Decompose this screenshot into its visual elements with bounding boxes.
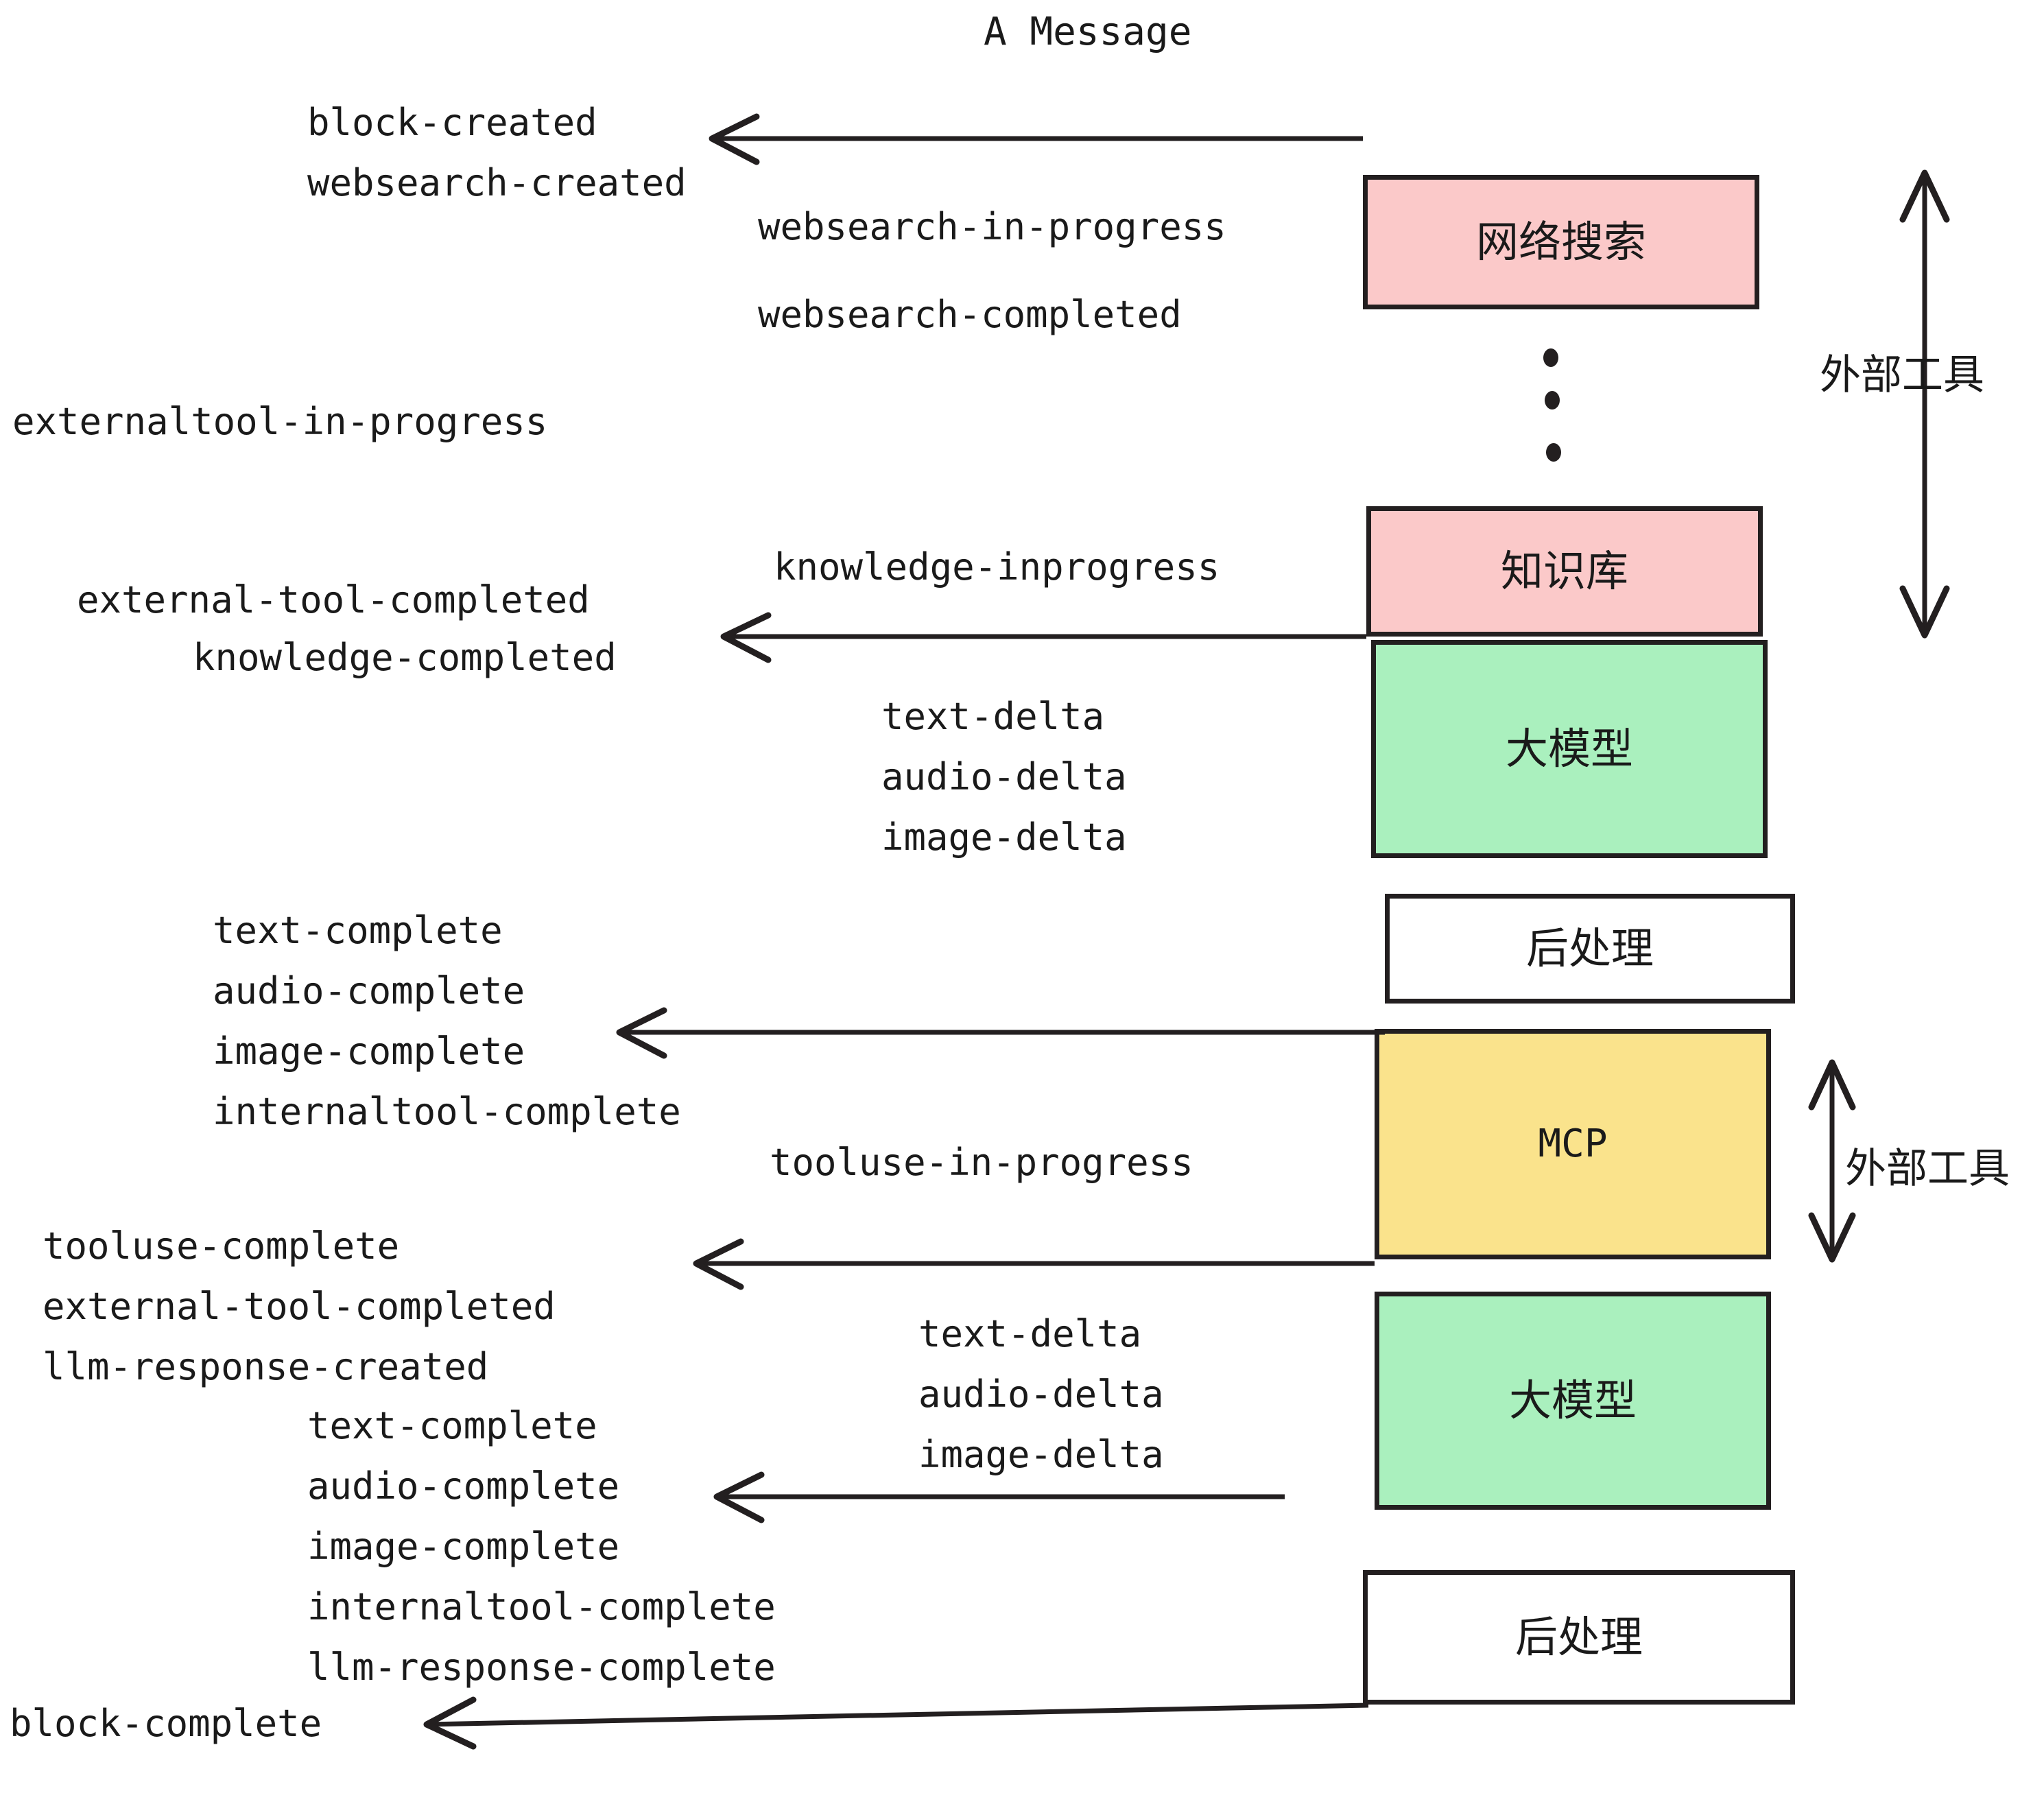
event-audio-complete-first: audio-complete	[213, 969, 525, 1012]
box-llm-first-label: 大模型	[1505, 724, 1633, 774]
event-audio-complete-second: audio-complete	[307, 1464, 620, 1508]
arrow-websearch-created	[709, 113, 1363, 165]
event-websearch-created: websearch-created	[307, 161, 687, 204]
event-tooluse-complete: tooluse-complete	[43, 1224, 400, 1268]
event-knowledge-inprogress: knowledge-inprogress	[774, 545, 1220, 589]
ellipsis-dot-3	[1546, 443, 1561, 462]
event-text-complete-first: text-complete	[213, 909, 503, 952]
box-websearch[interactable]: 网络搜索	[1363, 175, 1759, 309]
box-llm-second[interactable]: 大模型	[1375, 1292, 1771, 1510]
arrow-image-complete	[616, 1007, 1385, 1059]
arrow-audio-complete	[713, 1471, 1285, 1523]
box-postprocess-second[interactable]: 后处理	[1363, 1570, 1795, 1705]
event-external-tool-completed-first: external-tool-completed	[77, 578, 590, 621]
box-websearch-label: 网络搜索	[1475, 217, 1646, 267]
event-text-complete-second: text-complete	[307, 1404, 597, 1447]
event-audio-delta-second: audio-delta	[918, 1373, 1164, 1416]
event-external-tool-completed-second: external-tool-completed	[43, 1285, 556, 1328]
box-knowledge-label: 知识库	[1500, 546, 1628, 596]
event-image-complete-first: image-complete	[213, 1030, 525, 1073]
arrow-block-complete	[423, 1696, 1369, 1750]
event-image-delta-second: image-delta	[918, 1433, 1164, 1476]
event-text-delta-first: text-delta	[881, 695, 1105, 738]
box-mcp[interactable]: MCP	[1375, 1029, 1771, 1259]
event-block-complete: block-complete	[10, 1702, 322, 1745]
event-websearch-in-progress: websearch-in-progress	[758, 205, 1226, 248]
event-tooluse-in-progress: tooluse-in-progress	[770, 1141, 1193, 1184]
event-text-delta-second: text-delta	[918, 1312, 1142, 1355]
event-externaltool-in-progress: externaltool-in-progress	[12, 400, 548, 443]
ellipsis-dot-2	[1545, 391, 1560, 410]
arrow-tooluse-complete	[693, 1238, 1375, 1290]
external-tool-span-top	[1899, 169, 1950, 639]
box-postprocess-first[interactable]: 后处理	[1385, 894, 1795, 1004]
external-tool-label-top: 外部工具	[1820, 351, 1984, 399]
event-audio-delta-first: audio-delta	[881, 755, 1127, 798]
event-websearch-completed: websearch-completed	[758, 293, 1182, 336]
arrow-knowledge-completed	[720, 612, 1366, 663]
event-image-complete-second: image-complete	[307, 1525, 620, 1568]
event-llm-response-created: llm-response-created	[43, 1345, 489, 1388]
box-postprocess-second-label: 后处理	[1514, 1612, 1643, 1662]
event-internaltool-complete-first: internaltool-complete	[213, 1090, 681, 1133]
page-title: A Message	[984, 10, 1192, 54]
box-llm-first[interactable]: 大模型	[1371, 640, 1768, 858]
box-knowledge[interactable]: 知识库	[1366, 506, 1763, 637]
box-llm-second-label: 大模型	[1508, 1375, 1637, 1425]
event-llm-response-complete: llm-response-complete	[307, 1646, 776, 1689]
event-image-delta-first: image-delta	[881, 816, 1127, 859]
event-internaltool-complete-second: internaltool-complete	[307, 1585, 776, 1628]
event-block-created: block-created	[307, 101, 597, 144]
event-knowledge-completed: knowledge-completed	[193, 636, 617, 679]
external-tool-label-bottom: 外部工具	[1845, 1145, 2010, 1193]
box-postprocess-first-label: 后处理	[1525, 923, 1654, 973]
box-mcp-label: MCP	[1538, 1121, 1608, 1166]
ellipsis-dot-1	[1543, 348, 1558, 367]
